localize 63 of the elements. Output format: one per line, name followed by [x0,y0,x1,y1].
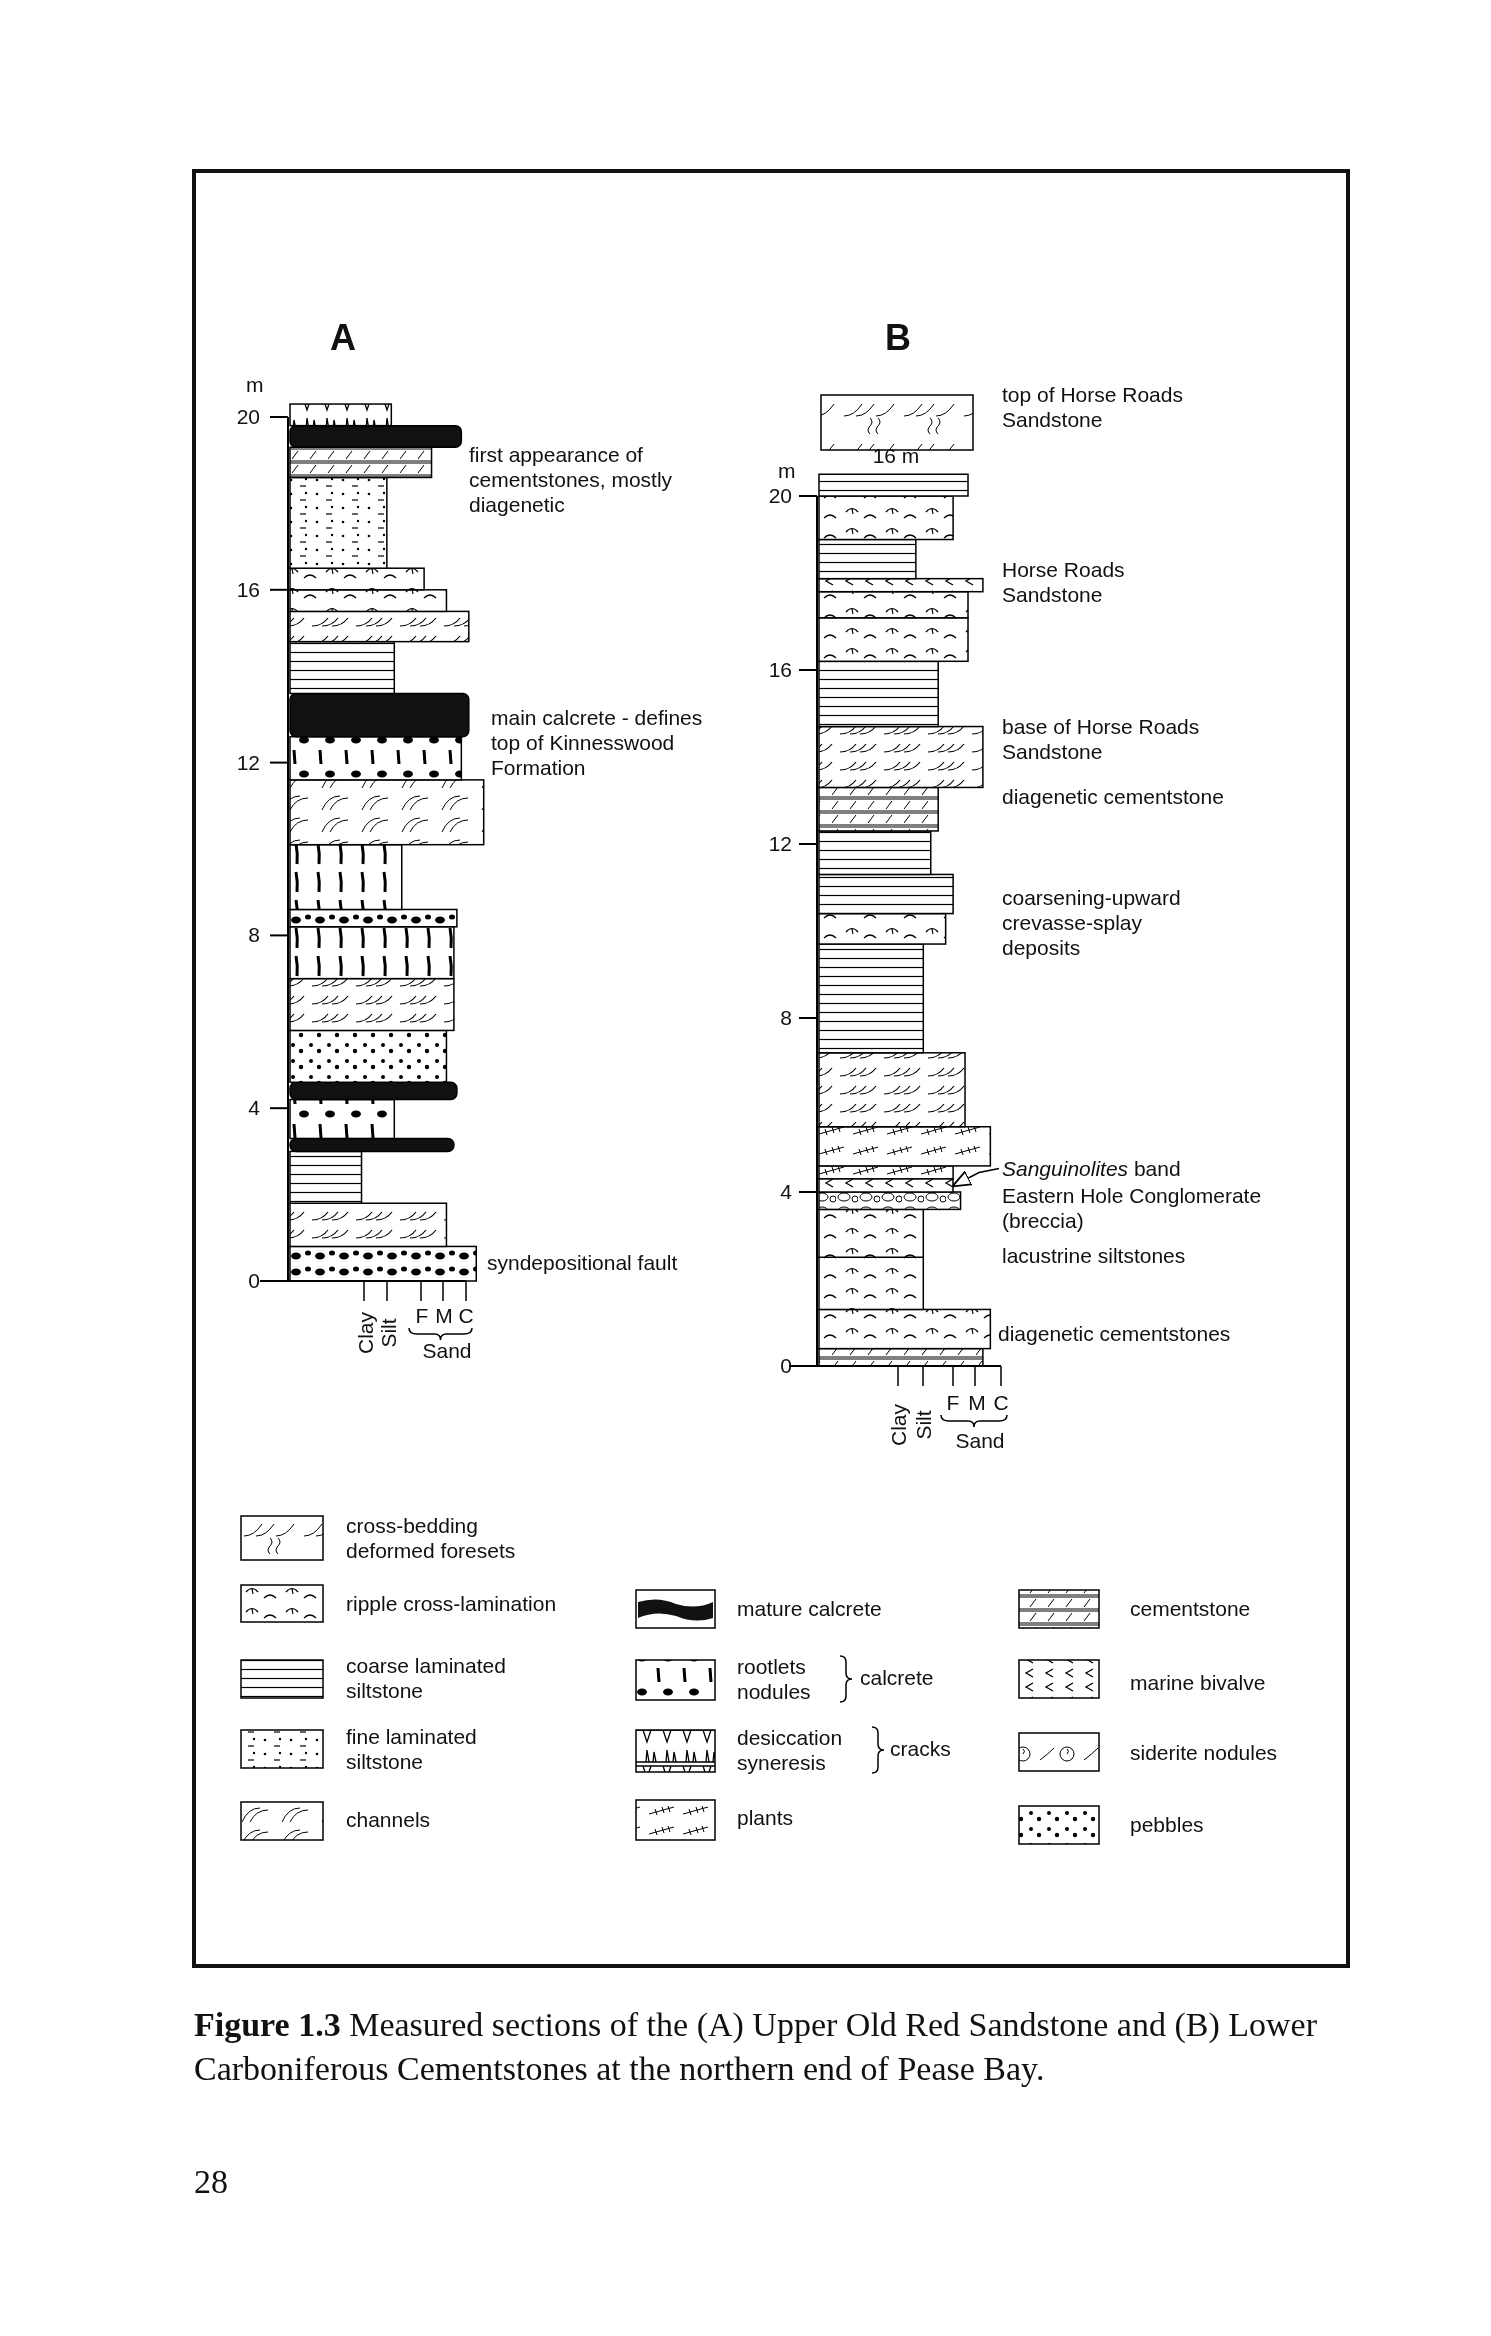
legend-label: channels [346,1807,431,1832]
legend-label: coarse laminated siltstone [346,1653,507,1703]
depth-value: 16 [235,577,260,602]
grain-size-label: Sand [955,1428,1005,1453]
grain-size-label: F [946,1390,960,1415]
annotation: Sanguinolites band [1002,1156,1181,1181]
grain-size-label: Sand [422,1338,472,1363]
figure-caption: Figure 1.3 Measured sections of the (A) Upper Old Red Sandstone and (B) Lower Carboniferous Cementstones at the northern end of Pease Bay. [194,2005,1318,2089]
thickness-label: 16 m [872,443,920,468]
legend-label: deformed foresets [346,1538,516,1563]
legend-label: pebbles [1130,1812,1204,1837]
depth-value: 16 [767,657,792,682]
grain-size-label: C [993,1390,1009,1415]
legend-label: mature calcrete [737,1596,882,1621]
legend-label: cementstone [1130,1596,1251,1621]
legend-label: marine bivalve [1130,1670,1266,1695]
annotation: first appearance of cementstones, mostly diagenetic [469,442,674,517]
depth-value: 8 [247,922,260,947]
legend-label: ripple cross-lamination [346,1591,557,1616]
section-letter: A [330,318,356,358]
grain-size-label: Clay [352,1312,378,1354]
scale-unit: m [246,372,264,397]
bivalve-bed [818,1178,954,1193]
brace-label: calcrete [860,1665,934,1690]
grain-size-label: Silt [910,1410,936,1440]
depth-value: 0 [779,1353,792,1378]
annotation: base of Horse Roads Sandstone [1002,714,1201,764]
page-number: 28 [194,2162,228,2202]
leader-arrow [951,1167,1000,1188]
depth-value: 20 [767,483,792,508]
annotation: diagenetic cementstone [1002,784,1224,809]
legend-label: rootlets [737,1654,806,1679]
legend-label: plants [737,1805,794,1830]
legend-label: fine laminated siltstone [346,1724,478,1774]
legend-label: siderite nodules [1130,1740,1278,1765]
depth-value: 0 [247,1268,260,1293]
grain-size-label: C [458,1303,474,1328]
legend-label: syneresis [737,1750,826,1775]
annotation: Horse Roads Sandstone [1002,557,1126,607]
depth-value: 12 [235,750,260,775]
grain-size-label: M [435,1303,453,1328]
annotation: main calcrete - defines top of Kinnesswood Formation [491,705,704,780]
section-letter: B [885,318,911,358]
depth-value: 4 [247,1095,260,1120]
depth-value: 4 [779,1179,792,1204]
legend-label: nodules [737,1679,811,1704]
annotation: syndepositional fault [487,1250,678,1275]
annotation: top of Horse Roads Sandstone [1002,382,1184,432]
grain-size-label: F [415,1303,429,1328]
legend-label: cross-bedding [346,1513,478,1538]
depth-value: 8 [779,1005,792,1030]
brace-label: cracks [890,1736,951,1761]
depth-value: 20 [235,404,260,429]
grain-size-label: M [968,1390,986,1415]
scale-unit: m [778,458,796,483]
grain-size-label: Silt [376,1318,401,1348]
annotation: diagenetic cementstones [998,1321,1231,1346]
grain-size-label: Clay [885,1404,911,1446]
annotation: coarsening-upward crevasse-splay deposits [1002,885,1182,960]
annotation: Eastern Hole Conglomerate (breccia) [1002,1183,1263,1233]
legend-label: desiccation [737,1725,843,1750]
depth-value: 12 [767,831,792,856]
annotation: lacustrine siltstones [1002,1243,1186,1268]
